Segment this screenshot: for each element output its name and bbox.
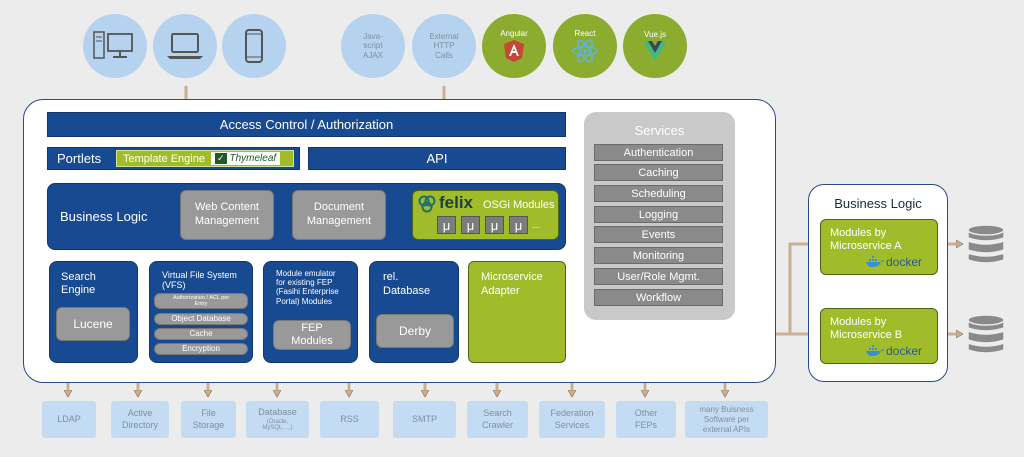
vfs-title: Virtual File System (VFS) — [162, 270, 237, 291]
vfs-acl-item: Authorization / ACL per Entry — [154, 293, 248, 309]
microservice-adapter-label: Microservice Adapter — [481, 271, 543, 297]
desktop-computer-icon — [83, 14, 147, 78]
docker-whale-icon — [866, 345, 884, 356]
derby-box: Derby — [376, 314, 454, 348]
more-modules-ellipsis: ... — [532, 220, 541, 231]
business-software-apis-box: many Buisness Software per external APIs — [685, 401, 768, 438]
access-control-label: Access Control / Authorization — [219, 117, 394, 132]
ldap-box: LDAP — [42, 401, 96, 438]
docker-label-b: docker — [886, 344, 923, 358]
felix-label: felix — [439, 193, 474, 212]
document-management-box: Document Management — [292, 190, 386, 240]
mu-module-3: μ — [485, 216, 504, 234]
thymeleaf-badge: ✓ Thymeleaf — [210, 152, 281, 165]
service-events: Events — [594, 226, 723, 243]
business-logic-label: Business Logic — [60, 209, 148, 224]
osgi-modules-label: OSGi Modules — [483, 199, 555, 211]
search-crawler-box: Search Crawler — [467, 401, 528, 438]
javascript-ajax-client: Java- script AJAX — [341, 14, 405, 78]
mu-module-1: μ — [437, 216, 456, 234]
microservice-a-box: Modules by Microservice A docker — [820, 219, 938, 275]
active-directory-box: Active Directory — [111, 401, 169, 438]
database-a-icon — [967, 224, 1005, 264]
api-bar: API — [308, 147, 566, 170]
vuejs-label: Vue.js — [644, 30, 666, 40]
angular-label: Angular — [500, 29, 528, 39]
docker-logo-a: docker — [865, 255, 922, 269]
angular-client: Angular — [482, 14, 546, 78]
rel-database-label: rel. Database — [383, 271, 431, 297]
microservice-adapter-box: Microservice Adapter — [468, 261, 566, 363]
service-logging: Logging — [594, 206, 723, 223]
service-caching: Caching — [594, 164, 723, 181]
file-storage-box: File Storage — [181, 401, 236, 438]
react-client: React — [553, 14, 617, 78]
smartphone-icon — [222, 14, 286, 78]
template-engine-label: Template Engine — [123, 152, 205, 165]
docker-label-a: docker — [886, 255, 923, 269]
database-b-icon — [967, 314, 1005, 354]
docker-logo-b: docker — [865, 344, 922, 358]
thymeleaf-check-icon: ✓ — [214, 153, 227, 164]
access-control-bar: Access Control / Authorization — [47, 112, 566, 137]
vfs-object-database-item: Object Database — [154, 313, 248, 325]
portlets-label: Portlets — [57, 151, 102, 166]
mu-module-4: μ — [509, 216, 528, 234]
service-user-role-mgmt: User/Role Mgmt. — [594, 268, 723, 285]
web-content-management-box: Web Content Management — [180, 190, 274, 240]
other-feps-box: Other FEPs — [616, 401, 676, 438]
fep-modules-box: FEP Modules — [273, 320, 351, 350]
external-http-calls-client: External HTTP Calls — [412, 14, 476, 78]
rel-database-panel: rel. Database Derby — [369, 261, 459, 363]
microservice-b-label: Modules by Microservice B — [830, 316, 903, 342]
service-scheduling: Scheduling — [594, 185, 723, 202]
service-workflow: Workflow — [594, 289, 723, 306]
docker-whale-icon — [866, 256, 884, 267]
database-examples-label: (Oracle, MySQL, ...) — [262, 418, 293, 432]
module-emulator-panel: Module emulator for existing FEP (Fasihi… — [263, 261, 358, 363]
smtp-box: SMTP — [393, 401, 456, 438]
vfs-cache-item: Cache — [154, 328, 248, 340]
mu-module-2: μ — [461, 216, 480, 234]
vuejs-logo-icon — [643, 40, 667, 61]
microservice-b-box: Modules by Microservice B docker — [820, 308, 938, 364]
thymeleaf-label: Thymeleaf — [229, 153, 277, 164]
module-emulator-label: Module emulator for existing FEP (Fasihi… — [276, 269, 339, 306]
vfs-panel: Virtual File System (VFS) Authorization … — [149, 261, 253, 363]
service-monitoring: Monitoring — [594, 247, 723, 264]
vfs-encryption-item: Encryption — [154, 343, 248, 355]
search-engine-panel: Search Engine Lucene — [49, 261, 138, 363]
felix-logo-icon — [418, 195, 436, 213]
services-title: Services — [634, 123, 685, 138]
api-label: API — [426, 151, 448, 166]
react-label: React — [574, 29, 596, 39]
laptop-icon — [153, 14, 217, 78]
database-label: Database — [258, 407, 297, 418]
external-business-logic-title: Business Logic — [834, 196, 922, 211]
react-logo-icon — [572, 39, 598, 63]
service-authentication: Authentication — [594, 144, 723, 161]
portlets-bar: Portlets Template Engine ✓ Thymeleaf — [47, 147, 300, 170]
template-engine-box: Template Engine ✓ Thymeleaf — [116, 150, 294, 167]
angular-logo-icon — [504, 39, 524, 62]
lucene-box: Lucene — [56, 307, 130, 341]
federation-services-box: Federation Services — [539, 401, 605, 438]
rss-box: RSS — [320, 401, 379, 438]
search-engine-label: Search Engine — [61, 271, 96, 297]
vuejs-client: Vue.js — [623, 14, 687, 78]
osgi-modules-box: felix OSGi Modules μ μ μ μ ... — [412, 190, 559, 240]
microservice-a-label: Modules by Microservice A — [830, 227, 902, 253]
database-box: Database (Oracle, MySQL, ...) — [246, 401, 309, 438]
